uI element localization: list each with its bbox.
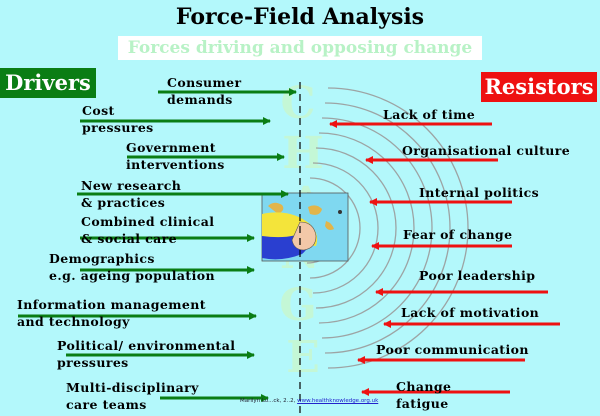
driver-label: Political/ environmental pressures <box>57 337 235 371</box>
change-illustration <box>261 192 349 262</box>
driver-label-line: and technology <box>17 314 130 329</box>
driver-label: New research & practices <box>81 177 181 211</box>
resistor-label: Lack of motivation <box>401 304 539 321</box>
credit-line: Marilyn Lo...ck, 2..2, www.healthknowled… <box>240 398 378 404</box>
driver-label-line: interventions <box>126 157 225 172</box>
page-title: Force-Field Analysis <box>175 4 425 30</box>
resistor-label-line: Organisational culture <box>402 143 571 158</box>
driver-label-line: Political/ environmental <box>57 338 236 353</box>
resistor-label-line: Change <box>396 379 452 394</box>
driver-label-line: Demographics <box>49 251 155 266</box>
driver-label: Multi-disciplinary care teams <box>66 379 199 413</box>
resistor-label-line: Fear of change <box>403 227 513 242</box>
driver-label: Cost pressures <box>82 102 154 136</box>
driver-label-line: Multi-disciplinary <box>66 380 199 395</box>
credit-link[interactable]: www.healthknowledge.org.uk <box>297 398 379 404</box>
resistor-label: Organisational culture <box>402 142 570 159</box>
driver-label: Demographics e.g. ageing population <box>49 250 215 284</box>
resistor-label-line: Internal politics <box>419 185 540 200</box>
pressure-waves <box>303 87 469 369</box>
driver-label-line: pressures <box>82 120 154 135</box>
driver-label-line: e.g. ageing population <box>49 268 215 283</box>
watermark-letter: G <box>279 280 317 331</box>
resistor-label-line: fatigue <box>396 396 449 411</box>
driver-label-line: Consumer <box>167 75 242 90</box>
driver-label: Combined clinical & social care <box>81 213 214 247</box>
resistor-label: Fear of change <box>403 226 512 243</box>
driver-label-line: demands <box>167 92 233 107</box>
driver-label: Government interventions <box>126 139 225 173</box>
resistor-label: Poor communication <box>376 341 529 358</box>
drivers-heading: Drivers <box>0 68 96 98</box>
resistor-label: Lack of time <box>383 106 475 123</box>
resistor-label: Change fatigue <box>396 378 451 412</box>
resistor-label-line: Poor communication <box>376 342 529 357</box>
watermark-letter: C <box>280 78 315 129</box>
driver-label-line: New research <box>81 178 182 193</box>
credit-text: Marilyn Lo...ck, 2..2, <box>240 398 298 404</box>
driver-label-line: & practices <box>81 195 166 210</box>
driver-label-line: Cost <box>82 103 115 118</box>
resistors-heading: Resistors <box>481 72 597 102</box>
driver-label-line: & social care <box>81 231 178 246</box>
driver-label-line: pressures <box>57 355 129 370</box>
watermark-letter: H <box>282 128 324 179</box>
resistor-label-line: Lack of time <box>383 107 476 122</box>
resistor-label-line: Lack of motivation <box>401 305 540 320</box>
driver-label-line: Information management <box>17 297 206 312</box>
resistor-label: Poor leadership <box>419 267 535 284</box>
watermark-letter: E <box>286 332 320 383</box>
driver-label: Information management and technology <box>17 296 206 330</box>
driver-label-line: Government <box>126 140 216 155</box>
resistor-label-line: Poor leadership <box>419 268 536 283</box>
driver-label: Consumer demands <box>167 74 241 108</box>
driver-label-line: care teams <box>66 397 147 412</box>
driver-label-line: Combined clinical <box>81 214 215 229</box>
page-subtitle: Forces driving and opposing change <box>118 36 482 60</box>
resistor-label: Internal politics <box>419 184 539 201</box>
